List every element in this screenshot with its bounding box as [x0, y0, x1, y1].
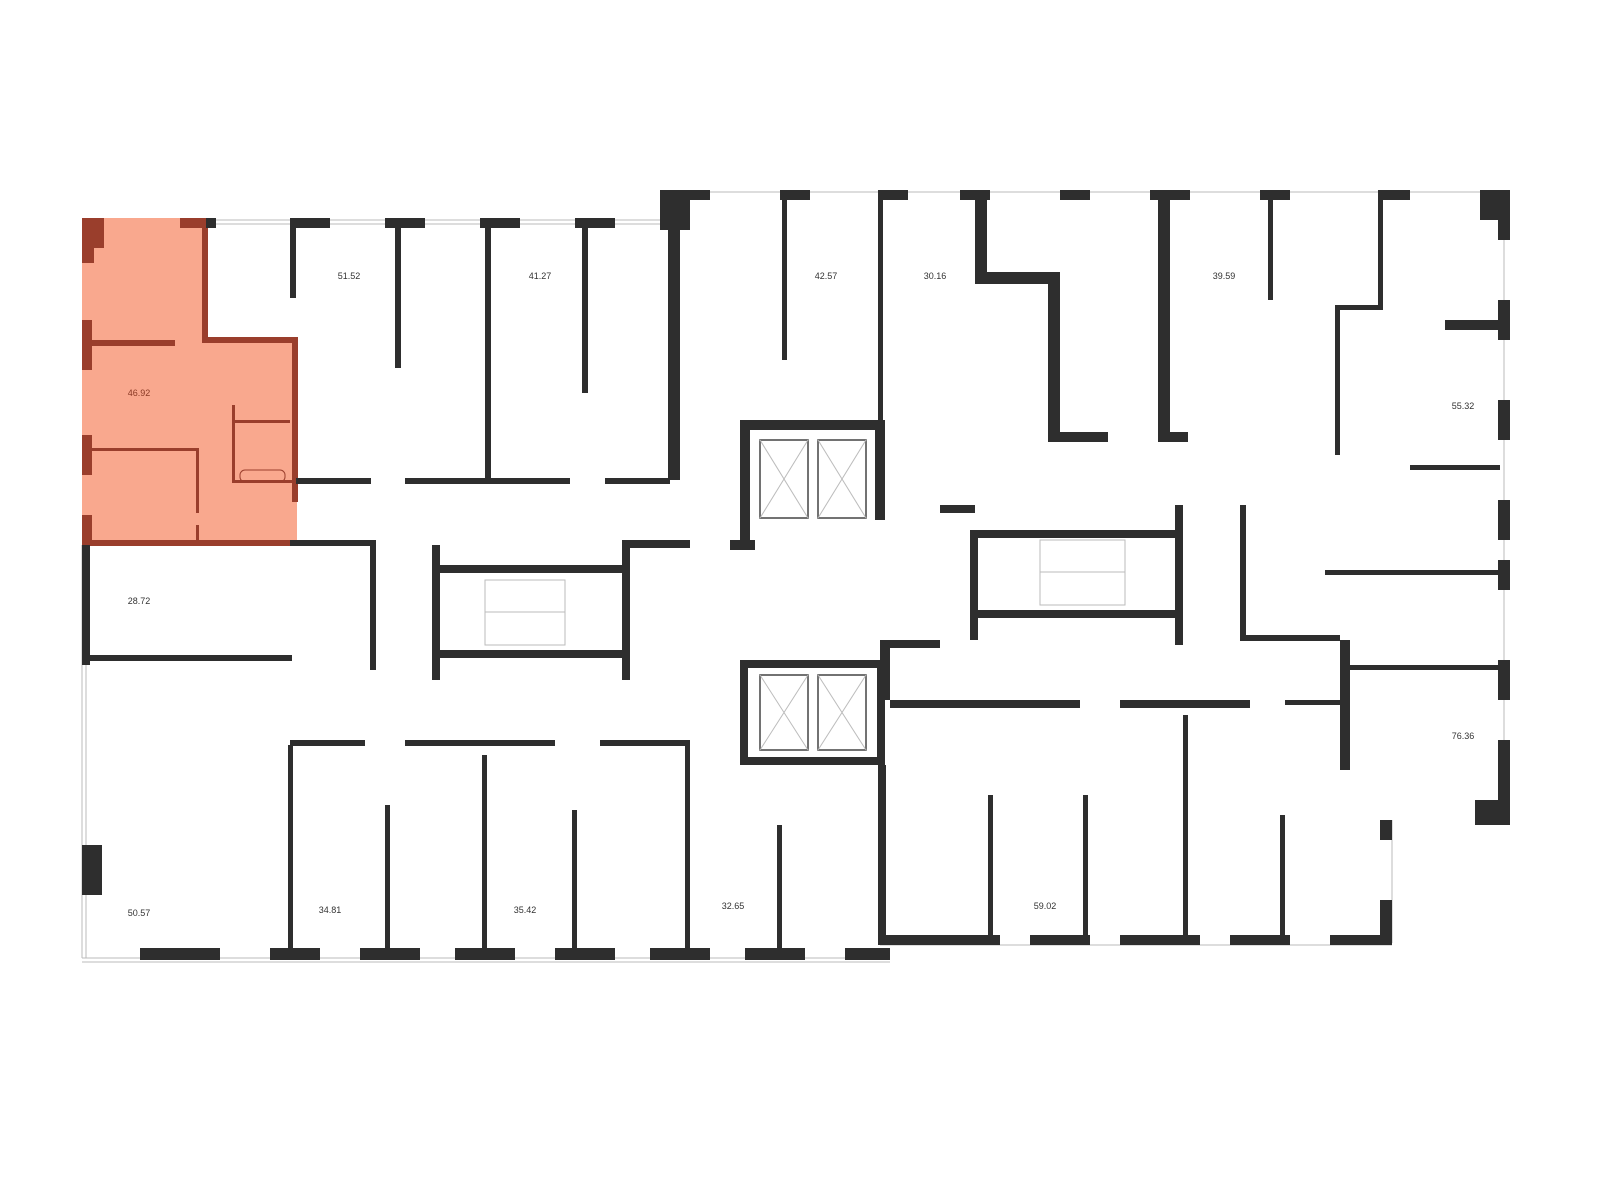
- apartment-area-label[interactable]: 59.02: [1033, 901, 1057, 911]
- apartment-area-label[interactable]: 28.72: [127, 596, 151, 606]
- apartment-area-label[interactable]: 46.92: [127, 388, 151, 398]
- apartment-area-label[interactable]: 50.57: [127, 908, 151, 918]
- exterior-glazing: [81, 191, 1508, 963]
- apartment-area-label[interactable]: 39.59: [1212, 271, 1236, 281]
- apartment-area-label[interactable]: 76.36: [1451, 731, 1475, 741]
- apartment-area-label[interactable]: 42.57: [814, 271, 838, 281]
- apartment-area-label[interactable]: 32.65: [721, 901, 745, 911]
- apartment-area-label[interactable]: 35.42: [513, 905, 537, 915]
- stairwell-right: [1039, 539, 1126, 606]
- elevators: [759, 439, 867, 751]
- apartment-area-label[interactable]: 51.52: [337, 271, 361, 281]
- apartment-area-label[interactable]: 30.16: [923, 271, 947, 281]
- apartment-area-label[interactable]: 34.81: [318, 905, 342, 915]
- apartment-area-label[interactable]: 41.27: [528, 271, 552, 281]
- apartment-46-92-highlight[interactable]: [82, 218, 298, 546]
- walls: [82, 190, 1510, 960]
- stairwell-left: [484, 579, 566, 646]
- apartment-area-label[interactable]: 55.32: [1451, 401, 1475, 411]
